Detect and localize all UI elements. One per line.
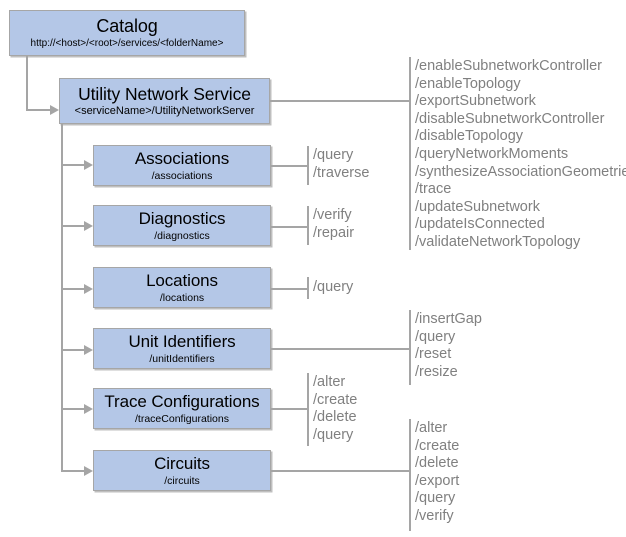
op-item: /verify [415, 507, 454, 524]
connector-branch-circuits [61, 470, 85, 472]
connector-service-trunk [61, 124, 63, 471]
op-item: /trace [415, 181, 452, 198]
op-item: /create [313, 391, 358, 408]
node-diagnostics[interactable]: Diagnostics /diagnostics [93, 205, 271, 246]
bracket-locations-ops [307, 277, 309, 299]
ops-list-service: /enableSubnetworkController /enableTopol… [415, 58, 626, 252]
node-locations-title: Locations [146, 270, 218, 290]
op-item: /updateSubnetwork [415, 198, 540, 215]
ops-list-trace-configurations: /alter /create /delete /query [313, 374, 357, 444]
op-item: /query [313, 279, 354, 295]
node-catalog-path: http://<host>/<root>/services/<folderNam… [30, 38, 224, 49]
node-trace-configurations-title: Trace Configurations [104, 391, 260, 411]
bracket-unit-identifiers-ops [409, 310, 411, 385]
op-item: /traverse [313, 164, 370, 181]
op-item: /reset [415, 346, 452, 363]
connector-service-to-ops [270, 100, 410, 102]
connector-branch-diagnostics [61, 225, 85, 227]
op-item: /resize [415, 363, 458, 380]
ops-list-unit-identifiers: /insertGap /query /reset /resize [415, 311, 482, 381]
node-catalog[interactable]: Catalog http://<host>/<root>/services/<f… [9, 10, 245, 56]
node-circuits-path: /circuits [164, 474, 200, 487]
node-unit-identifiers-path: /unitIdentifiers [149, 352, 215, 365]
node-diagnostics-title: Diagnostics [138, 208, 226, 228]
node-associations[interactable]: Associations /associations [93, 145, 271, 186]
node-circuits[interactable]: Circuits /circuits [93, 450, 271, 491]
op-item: /query [415, 328, 456, 345]
op-item: /queryNetworkMoments [415, 145, 569, 162]
op-item: /query [313, 426, 354, 443]
op-item: /delete [313, 409, 357, 426]
bracket-associations-ops [307, 146, 309, 185]
node-associations-path: /associations [151, 169, 213, 182]
op-item: /query [313, 147, 354, 163]
node-utility-network-service[interactable]: Utility Network Service <serviceName>/Ut… [59, 78, 270, 124]
arrow-branch-unit-identifiers [84, 345, 93, 355]
node-unit-identifiers-title: Unit Identifiers [128, 331, 236, 351]
ops-list-associations: /query /traverse [313, 147, 369, 182]
node-catalog-title: Catalog [96, 16, 158, 36]
connector-associations-to-ops [271, 165, 308, 167]
op-item: /updateIsConnected [415, 216, 545, 233]
connector-diagnostics-to-ops [271, 226, 308, 228]
op-item: /query [415, 490, 456, 507]
arrow-branch-circuits [84, 466, 93, 476]
ops-list-circuits: /alter /create /delete /export /query /v… [415, 420, 459, 526]
op-item: /validateNetworkTopology [415, 233, 581, 250]
connector-branch-associations [61, 164, 85, 166]
op-item: /delete [415, 455, 459, 472]
arrow-branch-diagnostics [84, 221, 93, 231]
connector-branch-locations [61, 288, 85, 290]
op-item: /enableTopology [415, 75, 521, 92]
connector-branch-trace-configurations [61, 408, 85, 410]
ops-list-locations: /query [313, 279, 353, 297]
connector-catalog-down [26, 56, 28, 110]
node-circuits-title: Circuits [154, 453, 210, 473]
op-item: /create [415, 437, 460, 454]
op-item: /disableSubnetworkController [415, 110, 605, 127]
op-item: /synthesizeAssociationGeometries [415, 163, 626, 180]
connector-circuits-to-ops [271, 470, 410, 472]
arrow-branch-locations [84, 284, 93, 294]
bracket-service-ops [409, 57, 411, 250]
bracket-diagnostics-ops [307, 206, 309, 245]
op-item: /verify [313, 207, 352, 223]
connector-unit-identifiers-to-ops [271, 348, 410, 350]
arrow-branch-trace-configurations [84, 404, 93, 414]
op-item: /export [415, 472, 460, 489]
connector-branch-unit-identifiers [61, 349, 85, 351]
op-item: /alter [415, 420, 448, 436]
op-item: /exportSubnetwork [415, 93, 536, 110]
op-item: /enableSubnetworkController [415, 58, 602, 74]
op-item: /repair [313, 224, 355, 241]
node-trace-configurations-path: /traceConfigurations [135, 412, 229, 425]
ops-list-diagnostics: /verify /repair [313, 207, 354, 242]
op-item: /insertGap [415, 311, 482, 327]
connector-trace-configurations-to-ops [271, 408, 308, 410]
node-utility-network-service-title: Utility Network Service [78, 84, 251, 104]
connector-catalog-to-service [26, 109, 52, 111]
node-utility-network-service-path: <serviceName>/UtilityNetworkServer [74, 105, 255, 117]
node-diagnostics-path: /diagnostics [154, 229, 210, 242]
bracket-trace-configurations-ops [307, 373, 309, 446]
node-trace-configurations[interactable]: Trace Configurations /traceConfiguration… [93, 388, 271, 429]
op-item: /alter [313, 374, 346, 390]
node-locations[interactable]: Locations /locations [93, 267, 271, 308]
connector-locations-to-ops [271, 288, 308, 290]
bracket-circuits-ops [409, 419, 411, 531]
arrow-catalog-to-service [50, 105, 59, 115]
node-associations-title: Associations [134, 148, 230, 168]
node-unit-identifiers[interactable]: Unit Identifiers /unitIdentifiers [93, 328, 271, 369]
node-locations-path: /locations [159, 291, 205, 304]
arrow-branch-associations [84, 160, 93, 170]
op-item: /disableTopology [415, 128, 524, 145]
